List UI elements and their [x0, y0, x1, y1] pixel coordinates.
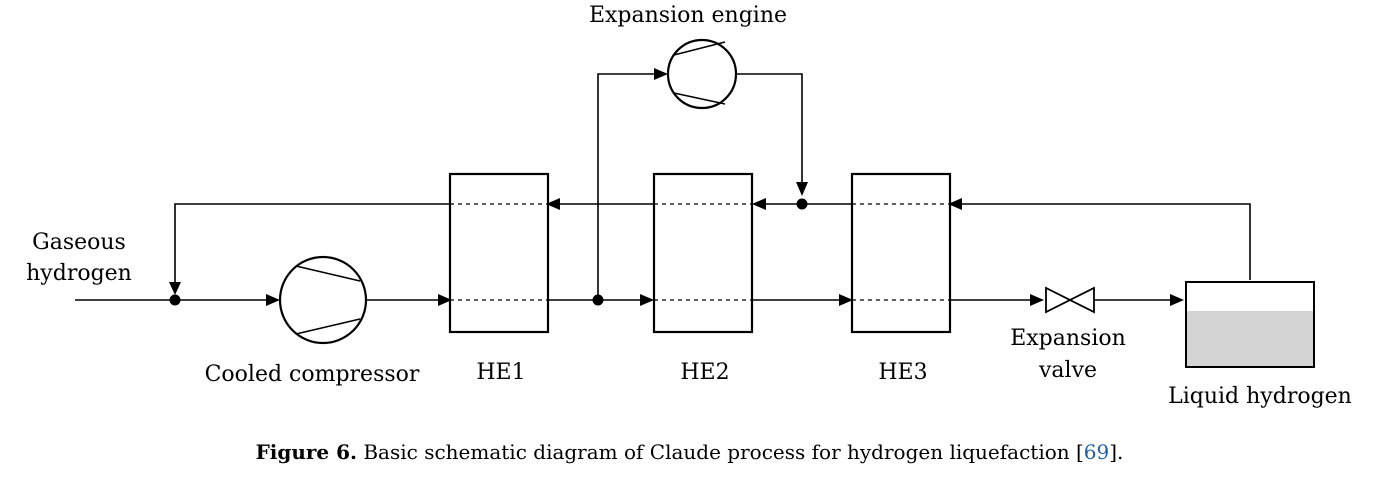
expansion-engine-icon: [666, 38, 738, 110]
caption-end: ].: [1109, 440, 1124, 464]
reference-link[interactable]: 69: [1083, 440, 1110, 464]
caption-text: Basic schematic diagram of Claude proces…: [357, 440, 1084, 464]
gaseous-hydrogen-label-line1: Gaseous: [32, 230, 126, 255]
arrow-right-valve: [1030, 294, 1044, 306]
arrow-down-mix: [169, 282, 181, 295]
cooled-compressor-label: Cooled compressor: [205, 362, 420, 387]
claude-process-diagram: Expansion engine Gaseous hydrogen Cooled…: [26, 3, 1352, 409]
he1-label: HE1: [476, 360, 525, 385]
arrow-right-he1: [438, 294, 452, 306]
return-junction-dot: [796, 198, 808, 210]
return-line: [169, 198, 1251, 295]
split-junction-dot: [592, 294, 604, 306]
main-line: [75, 294, 1184, 306]
arrow-right-tank: [1170, 294, 1184, 306]
expansion-engine-label: Expansion engine: [589, 3, 787, 28]
arrow-right-compressor: [266, 294, 280, 306]
expansion-valve-icon: [1045, 286, 1095, 314]
expansion-valve-label-line2: valve: [1038, 358, 1097, 383]
arrow-left-he1: [546, 198, 560, 210]
mix-junction-dot: [169, 294, 181, 306]
arrow-right-he3: [839, 294, 853, 306]
he1-exchanger: [448, 172, 550, 334]
he2-label: HE2: [680, 360, 729, 385]
expansion-valve-label-line1: Expansion: [1010, 326, 1126, 351]
figure-label: Figure 6.: [255, 440, 357, 464]
he3-exchanger: [850, 172, 952, 334]
liquid-hydrogen-tank: [1185, 281, 1315, 368]
arrow-left-he2: [752, 198, 766, 210]
arrow-left-he3: [948, 198, 962, 210]
expansion-loop: [597, 68, 808, 300]
he2-exchanger: [652, 172, 754, 334]
arrow-right-he2: [640, 294, 654, 306]
figure-caption: Figure 6. Basic schematic diagram of Cla…: [0, 440, 1379, 464]
arrow-right-engine: [654, 68, 668, 80]
arrow-down-engine-return: [796, 182, 808, 196]
gaseous-hydrogen-label-line2: hydrogen: [26, 261, 132, 286]
compressor-icon: [278, 255, 368, 345]
liquid-hydrogen-label: Liquid hydrogen: [1168, 384, 1352, 409]
he3-label: HE3: [878, 360, 927, 385]
